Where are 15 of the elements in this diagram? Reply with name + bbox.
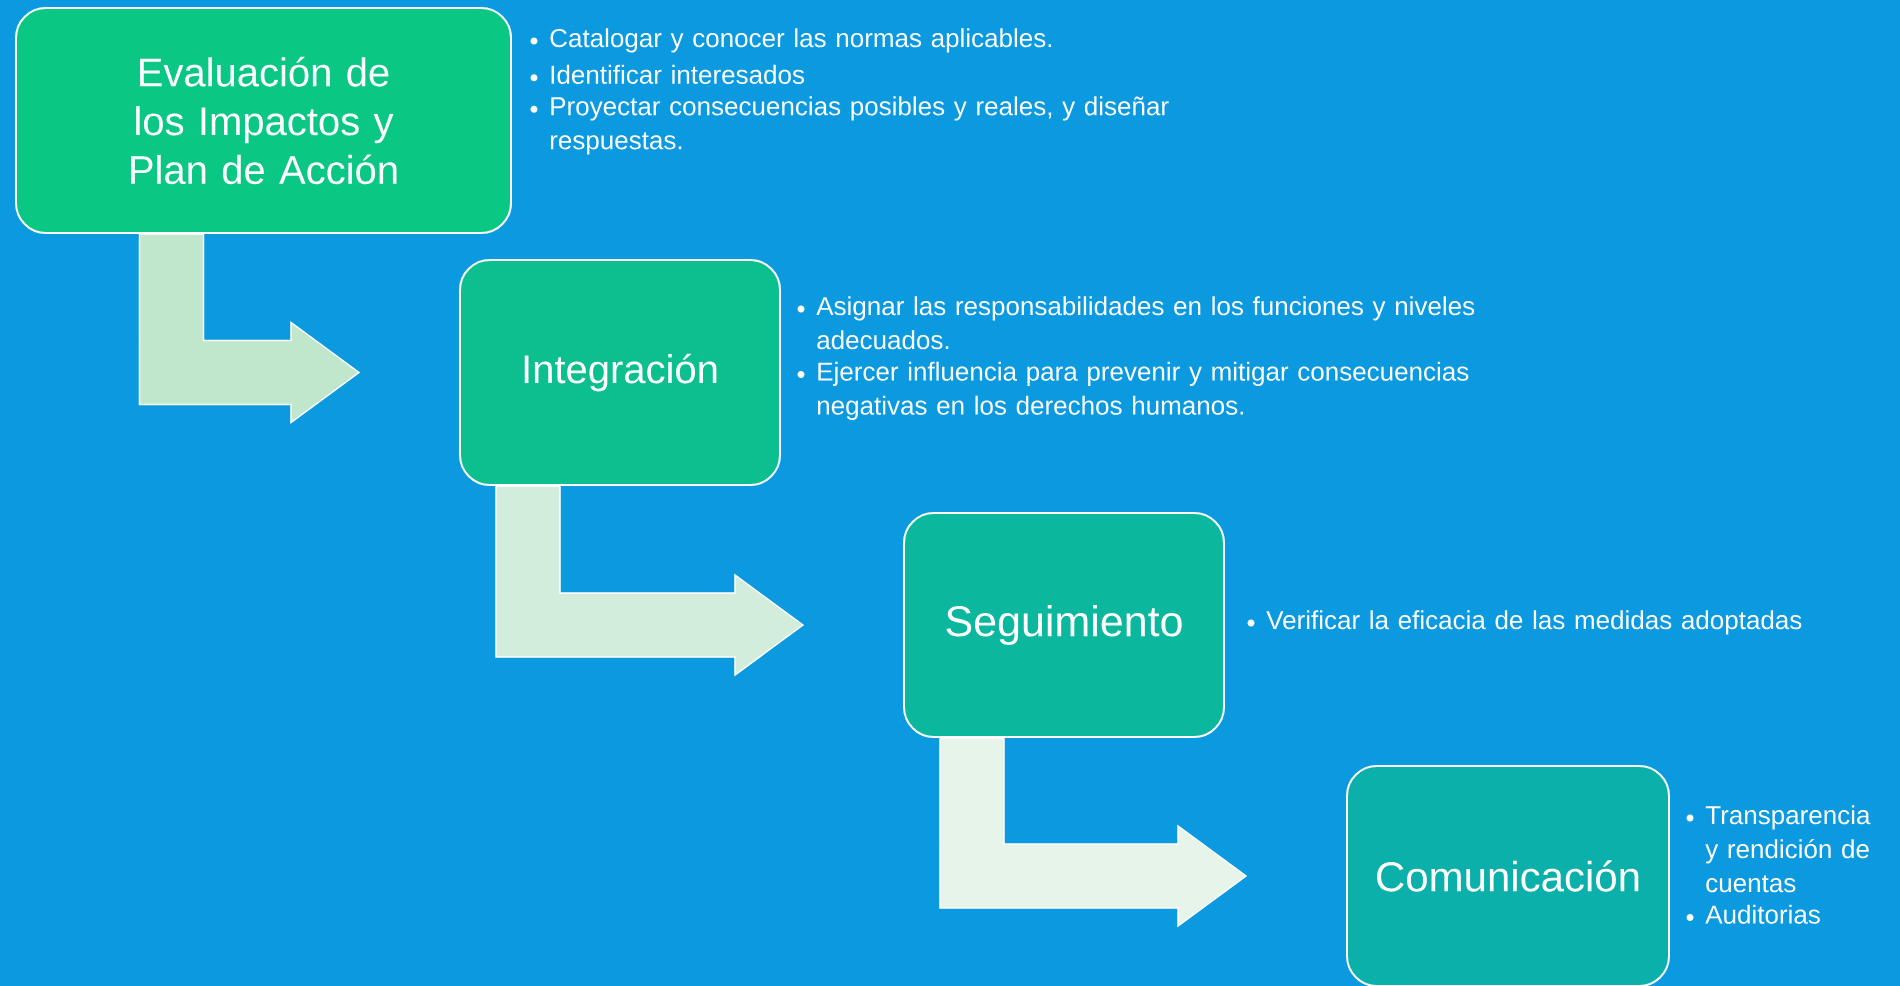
bullet-item: Catalogar y conocer las normas aplicables. <box>530 28 1052 53</box>
process-box: Comunicación <box>1346 765 1670 986</box>
process-box: Evaluación de los Impactos y Plan de Acción <box>15 7 512 234</box>
bullet-item: Asignar las responsabilidades en los funciones y niveles adecuados. <box>797 296 1475 350</box>
bullet-item: Ejercer influencia para prevenir y mitigar consecuencias negativas en los derechos humanos. <box>797 361 1469 420</box>
bullet-item: Auditorias <box>1686 904 1820 924</box>
bullet-item: Verificar la eficacia de las medidas adoptadas <box>1247 610 1802 635</box>
process-box: Integración <box>459 259 781 486</box>
bullet-item: Proyectar consecuencias posibles y reales, y diseñar respuestas. <box>530 96 1169 155</box>
bent-arrow <box>495 485 805 677</box>
bent-arrow <box>138 233 361 424</box>
process-box: Seguimiento <box>903 512 1225 738</box>
bullet-item: Transparencia y rendición de cuentas <box>1686 805 1871 893</box>
bullet-item: Identificar interesados <box>530 64 805 84</box>
bent-arrow <box>939 737 1248 928</box>
